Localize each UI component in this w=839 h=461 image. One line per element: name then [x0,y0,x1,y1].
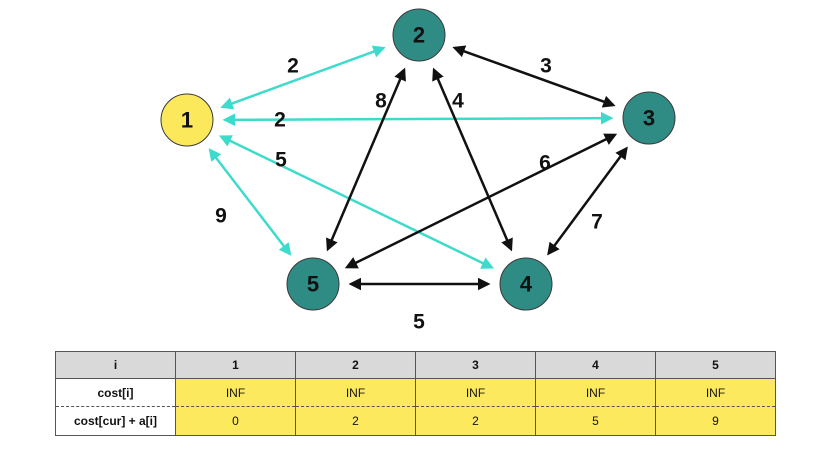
candidate-cell-5: 9 [655,406,776,436]
candidate-cell-1: 0 [175,406,296,436]
node-circle-5 [286,257,340,311]
edge-weight-1-5: 9 [215,205,227,228]
node-1: 1 [160,93,214,147]
edge-weight-5-4: 5 [413,311,425,334]
node-label-1: 1 [181,108,193,133]
edge-3-4 [547,146,628,256]
edge-2-4 [432,67,513,252]
cost-cell-1: INF [175,378,296,407]
candidate-cell-2: 2 [295,406,416,436]
candidate-cell-3: 2 [415,406,536,436]
header-cell-4: 4 [535,351,656,379]
weighted-graph-diagram: 1 2 3 4 5 2 2 5 9 3 8 4 6 7 5 [160,8,676,334]
row-label-candidate: cost[cur] + a[i] [55,406,176,436]
edge-weight-2-3: 3 [540,55,552,78]
node-3: 3 [622,91,676,145]
edge-weight-2-4: 4 [452,90,464,113]
edge-1-4 [218,135,495,269]
cost-cell-2: INF [295,378,416,407]
node-label-2: 2 [413,23,425,48]
node-label-4: 4 [520,272,533,297]
row-label-cost: cost[i] [55,378,176,407]
edge-weight-2-5: 8 [375,90,387,113]
header-cell-i: i [55,351,176,379]
header-cell-1: 1 [175,351,296,379]
edge-3-5 [344,133,618,269]
table-row-candidate: cost[cur] + a[i] 0 2 2 5 9 [55,406,776,436]
node-circle-3 [622,91,676,145]
node-2: 2 [392,8,446,62]
node-circle-1 [160,93,214,147]
node-label-5: 5 [307,272,319,297]
edge-weight-3-5: 6 [539,152,551,175]
header-cell-2: 2 [295,351,416,379]
node-4: 4 [499,257,553,311]
cost-table: i 1 2 3 4 5 cost[i] INF INF INF INF INF … [55,351,776,436]
candidate-cell-4: 5 [535,406,656,436]
edge-2-5 [326,67,406,252]
table-row-cost: cost[i] INF INF INF INF INF [55,378,776,407]
edge-weight-1-4: 5 [275,149,287,172]
node-circle-2 [392,8,446,62]
node-5: 5 [286,257,340,311]
edge-1-3 [222,111,614,127]
edge-1-2 [220,45,386,110]
edge-2-3 [452,45,616,108]
edge-weight-1-3: 2 [274,109,286,132]
edge-1-5 [208,148,292,256]
edge-weight-3-4: 7 [591,211,603,234]
header-cell-3: 3 [415,351,536,379]
node-label-3: 3 [643,106,655,131]
edge-weight-1-2: 2 [287,55,299,78]
header-cell-5: 5 [655,351,776,379]
cost-cell-5: INF [655,378,776,407]
cost-cell-4: INF [535,378,656,407]
cost-cell-3: INF [415,378,536,407]
node-circle-4 [499,257,553,311]
table-header-row: i 1 2 3 4 5 [55,351,776,379]
